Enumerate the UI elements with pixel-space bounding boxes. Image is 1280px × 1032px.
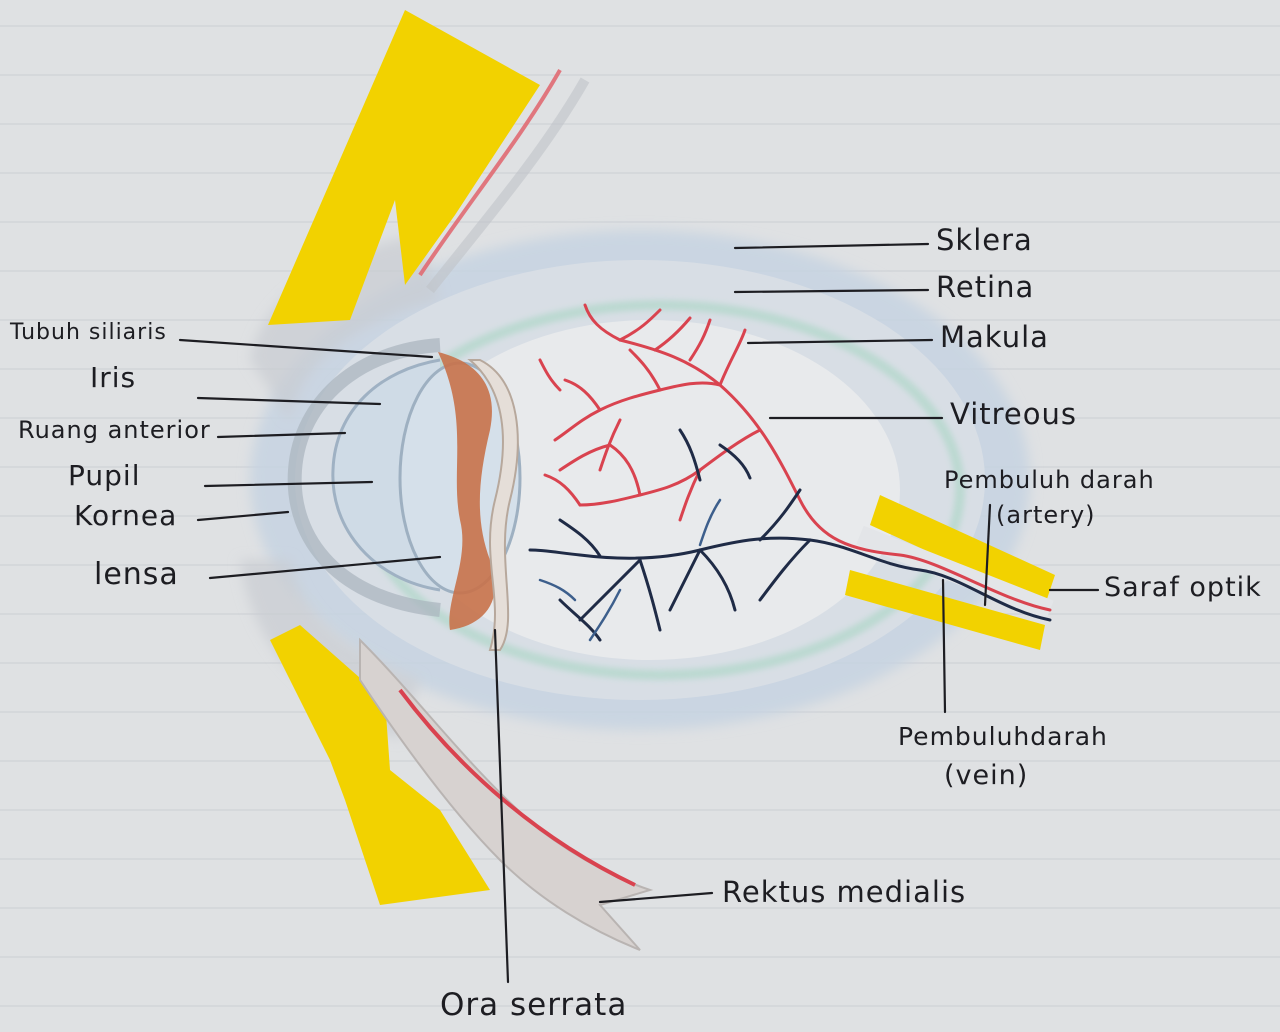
label-ruang-anterior: Ruang anterior [18,418,211,442]
label-rektus-medialis: Rektus medialis [722,878,966,907]
label-iris: Iris [90,364,136,392]
label-pembuluh-vein-line1: Pembuluhdarah [898,724,1108,749]
label-pembuluh-artery-line1: Pembuluh darah [944,468,1155,492]
label-retina: Retina [936,273,1034,302]
label-pupil: Pupil [68,462,140,490]
label-pembuluh-vein-line2: (vein) [944,762,1028,789]
label-lensa: lensa [94,560,179,590]
label-sklera: Sklera [936,226,1033,255]
label-kornea: Kornea [74,502,177,530]
label-saraf-optik: Saraf optik [1104,574,1262,601]
label-tubuh-siliaris: Tubuh siliaris [10,322,167,344]
label-ora-serrata: Ora serrata [440,990,627,1021]
label-vitreous: Vitreous [950,400,1077,429]
label-makula: Makula [940,323,1049,352]
label-pembuluh-artery-line2: (artery) [996,503,1096,527]
